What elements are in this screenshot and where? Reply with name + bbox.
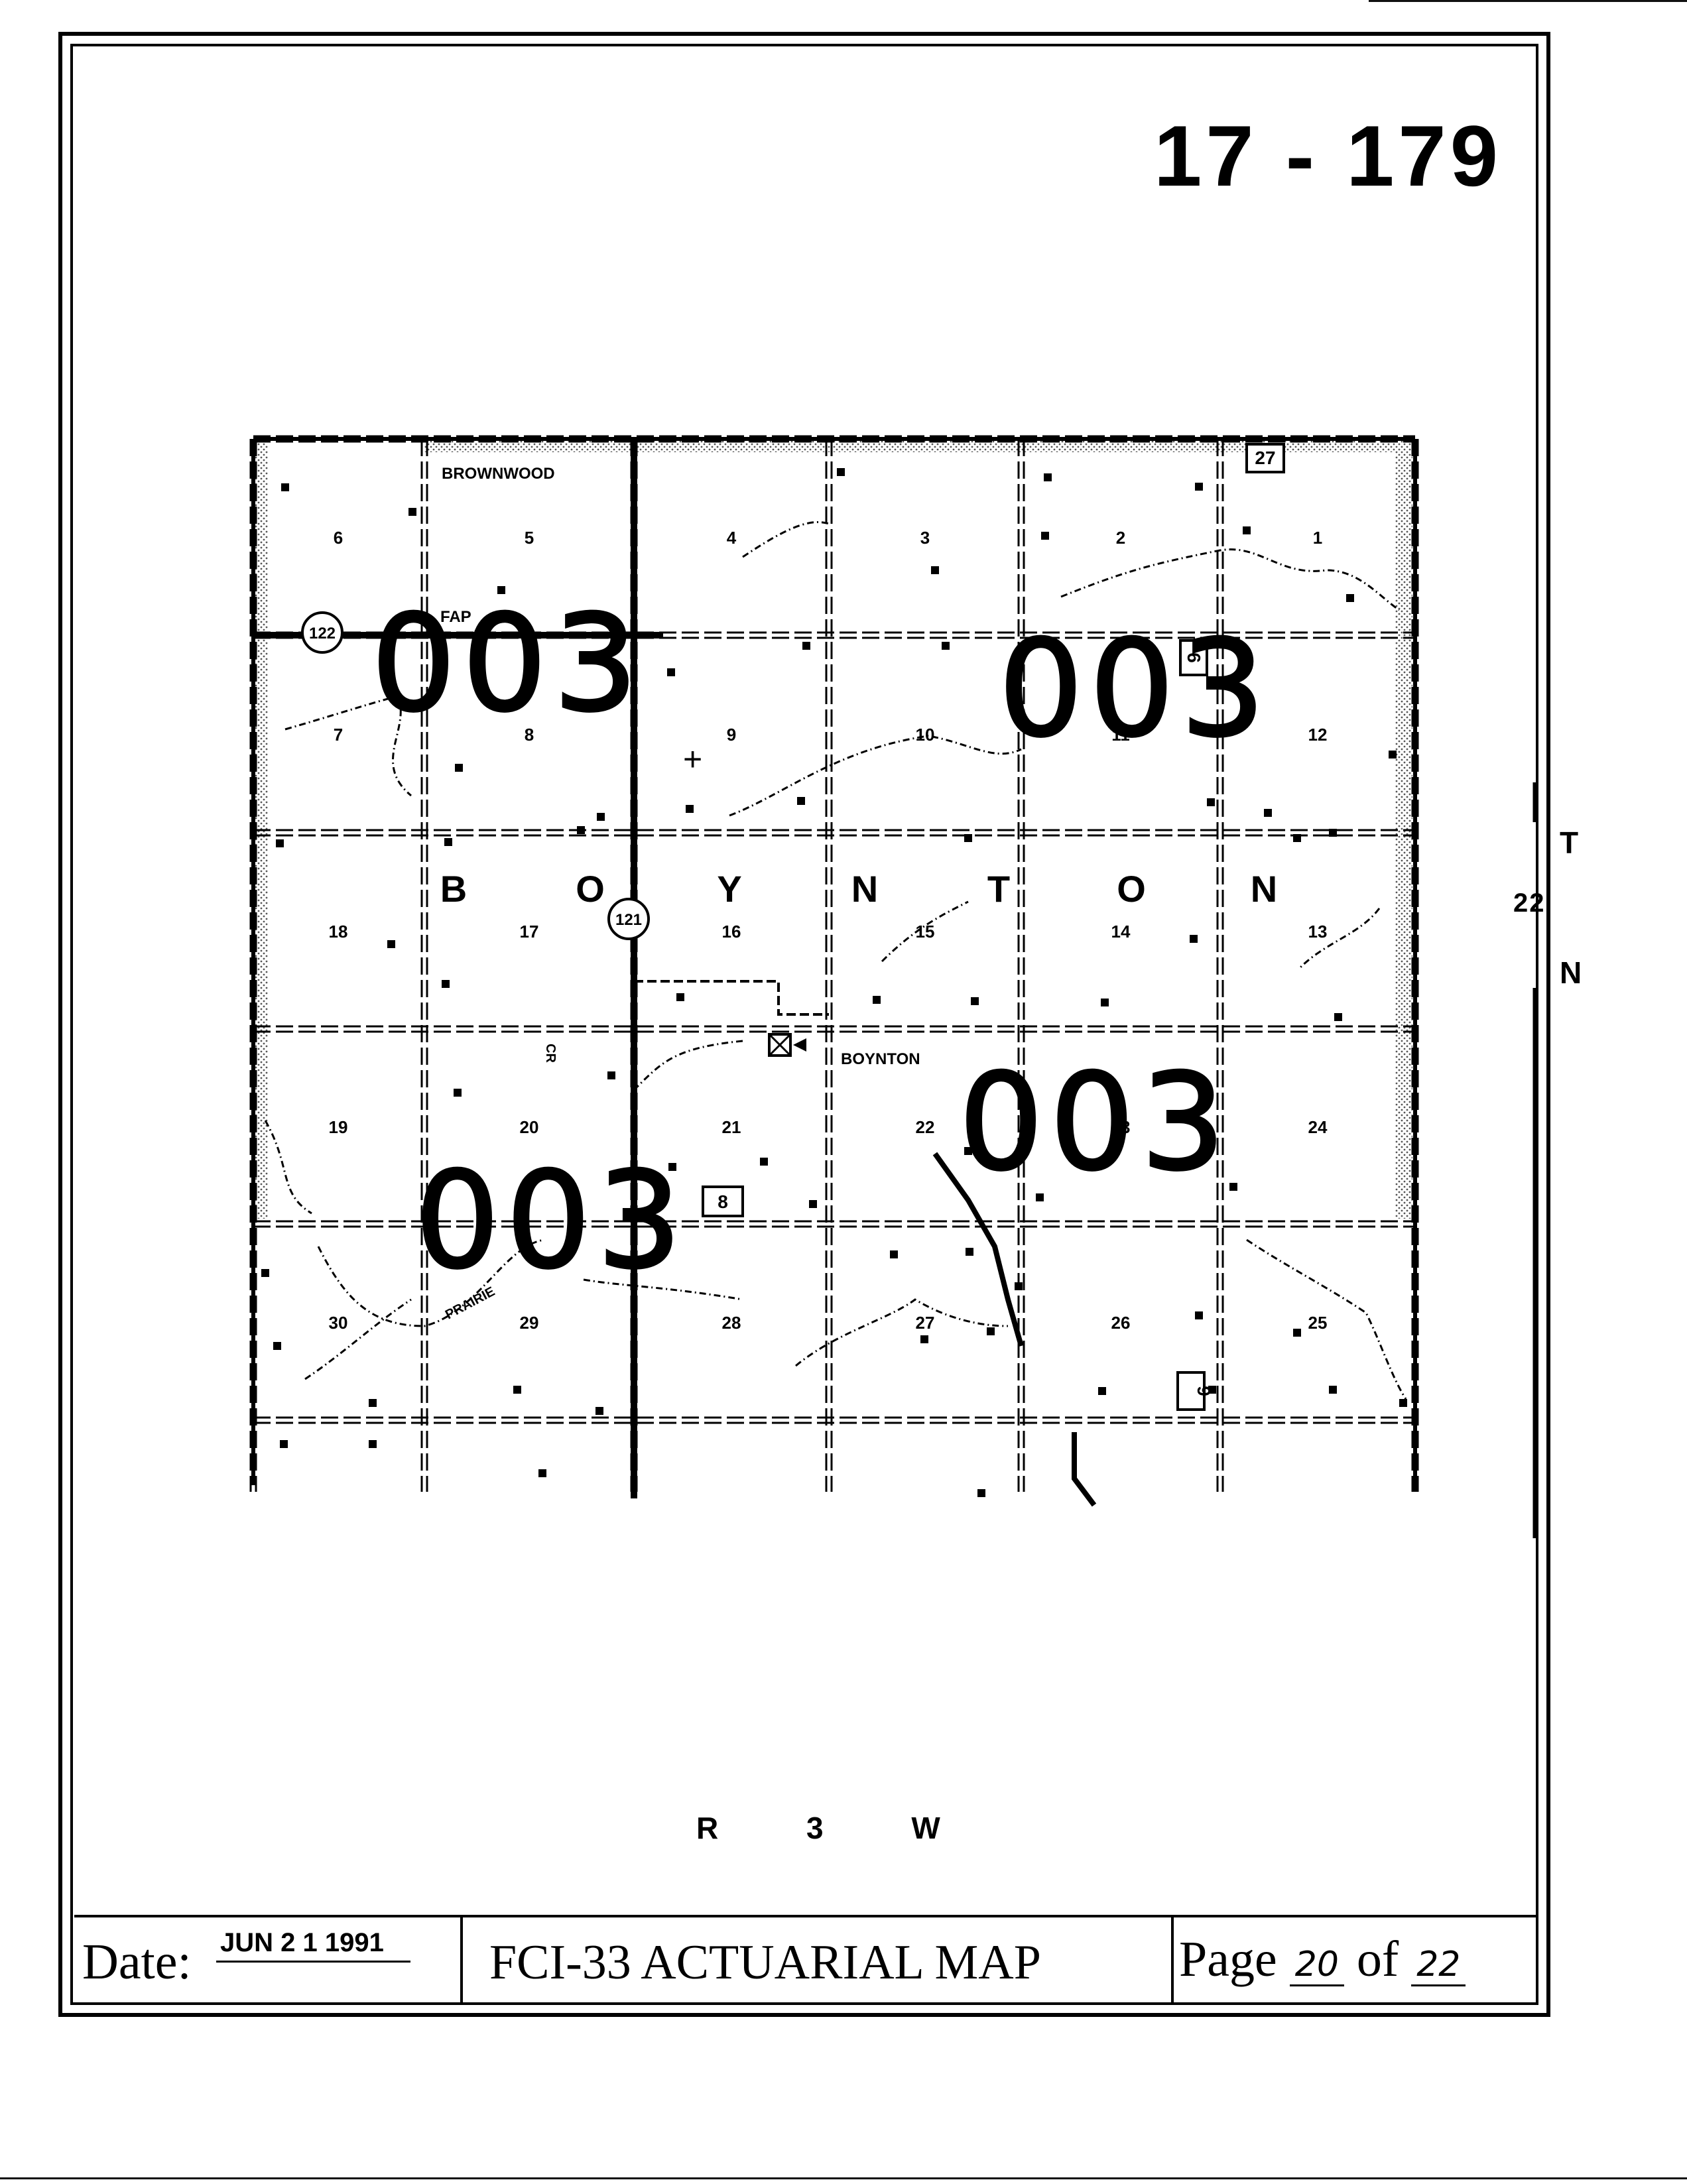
page-cell: Page 20 of 22 xyxy=(1174,1917,1536,2002)
svg-text:9: 9 xyxy=(1184,652,1204,663)
section-number-6: 6 xyxy=(334,528,343,548)
page-total: 22 xyxy=(1411,1945,1466,1986)
railroad xyxy=(932,1152,1024,1347)
cross-mark-icon: + xyxy=(683,741,702,778)
map-outline xyxy=(251,437,1417,1492)
route-marker-27: 27 xyxy=(1245,443,1285,473)
streams xyxy=(264,520,1407,1400)
section-number-12: 12 xyxy=(1308,725,1328,745)
section-number-25: 25 xyxy=(1308,1313,1328,1333)
title-cell: FCI-33 ACTUARIAL MAP xyxy=(463,1917,1174,2002)
section-number-29: 29 xyxy=(520,1313,539,1333)
route-markers: 122 121 27 9 8 9 xyxy=(301,443,1285,1411)
handwritten-code-sw: 003 xyxy=(415,1144,688,1298)
place-label-brownwood: BROWNWOOD xyxy=(442,465,555,483)
date-stamp: JUN 2 1 1991 xyxy=(216,1928,410,1963)
township-n-label: N xyxy=(1560,955,1582,990)
place-label-fap: FAP xyxy=(440,608,471,626)
scan-edge-top xyxy=(1369,0,1687,2)
date-cell: Date: JUN 2 1 1991 xyxy=(74,1917,463,2002)
handwritten-code-ne: 003 xyxy=(999,612,1272,766)
page-indicator: Page 20 of 22 xyxy=(1179,1931,1466,1988)
section-number-16: 16 xyxy=(722,922,741,941)
document-number: 17 - 179 xyxy=(1154,107,1503,204)
section-number-20: 20 xyxy=(520,1117,539,1137)
place-label-creek: CR xyxy=(543,1044,558,1063)
svg-text:8: 8 xyxy=(718,1191,728,1212)
section-number-4: 4 xyxy=(727,528,737,548)
township-letter-5: T xyxy=(987,868,1010,910)
inner-border xyxy=(70,44,1538,2005)
section-number-2: 2 xyxy=(1116,528,1125,548)
section-number-28: 28 xyxy=(722,1313,741,1333)
section-number-5: 5 xyxy=(525,528,534,548)
section-number-18: 18 xyxy=(329,922,348,941)
township-t-label: T xyxy=(1560,825,1579,860)
section-number-14: 14 xyxy=(1111,922,1131,941)
handwritten-code-se: 003 xyxy=(959,1046,1232,1200)
section-number-27: 27 xyxy=(916,1313,935,1333)
buildings xyxy=(261,468,1407,1497)
township-tick-marks xyxy=(1532,782,1536,1538)
route-marker-9-north: 9 xyxy=(1179,639,1208,676)
range-label: R 3 W xyxy=(696,1811,980,1845)
township-letter-6: O xyxy=(1117,868,1146,910)
section-number-7: 7 xyxy=(334,725,343,745)
handwritten-codes: 003 003 003 003 xyxy=(370,585,1272,1300)
township-letter-3: Y xyxy=(717,868,741,910)
post-office-icon xyxy=(768,1033,806,1057)
boynton-boundary xyxy=(634,980,829,1016)
svg-text:121: 121 xyxy=(615,911,642,929)
svg-text:9: 9 xyxy=(1194,1386,1214,1396)
of-label: of xyxy=(1356,1931,1399,1987)
route-marker-8: 8 xyxy=(702,1185,744,1217)
page-number: 20 xyxy=(1289,1945,1344,1986)
section-number-26: 26 xyxy=(1111,1313,1131,1333)
route-marker-122: 122 xyxy=(301,611,344,654)
place-label-boynton: BOYNTON xyxy=(841,1050,920,1068)
section-number-23: 23 xyxy=(1111,1117,1131,1137)
section-number-21: 21 xyxy=(722,1117,741,1137)
section-number-22: 22 xyxy=(916,1117,935,1137)
railroad-south xyxy=(1072,1432,1097,1507)
section-number-13: 13 xyxy=(1308,922,1328,941)
section-number-19: 19 xyxy=(329,1117,348,1137)
svg-text:27: 27 xyxy=(1255,448,1275,468)
township-letter-1: B xyxy=(440,868,467,910)
township-letter-2: O xyxy=(576,868,605,910)
section-number-10: 10 xyxy=(916,725,935,745)
footer-bar: Date: JUN 2 1 1991 FCI-33 ACTUARIAL MAP … xyxy=(74,1915,1536,2002)
section-number-17: 17 xyxy=(520,922,539,941)
scan-edge-bottom xyxy=(0,2177,1687,2179)
section-number-11: 11 xyxy=(1111,725,1130,745)
section-number-9: 9 xyxy=(727,725,736,745)
section-number-3: 3 xyxy=(920,528,930,548)
handwritten-code-nw: 003 xyxy=(371,587,645,741)
route-marker-9-south: 9 xyxy=(1176,1371,1214,1411)
route-marker-121: 121 xyxy=(607,898,650,940)
section-number-15: 15 xyxy=(916,922,935,941)
township-number: 22 xyxy=(1513,888,1546,918)
section-number-8: 8 xyxy=(525,725,534,745)
map-title: FCI-33 ACTUARIAL MAP xyxy=(489,1935,1041,1990)
township-letter-7: N xyxy=(1251,868,1277,910)
section-number-24: 24 xyxy=(1308,1117,1328,1137)
township-letter-4: N xyxy=(851,868,878,910)
date-label: Date: xyxy=(82,1934,192,1990)
section-number-1: 1 xyxy=(1313,528,1322,548)
page-label: Page xyxy=(1179,1931,1277,1987)
section-number-30: 30 xyxy=(329,1313,348,1333)
svg-text:122: 122 xyxy=(309,625,336,642)
outer-border xyxy=(58,32,1550,2017)
